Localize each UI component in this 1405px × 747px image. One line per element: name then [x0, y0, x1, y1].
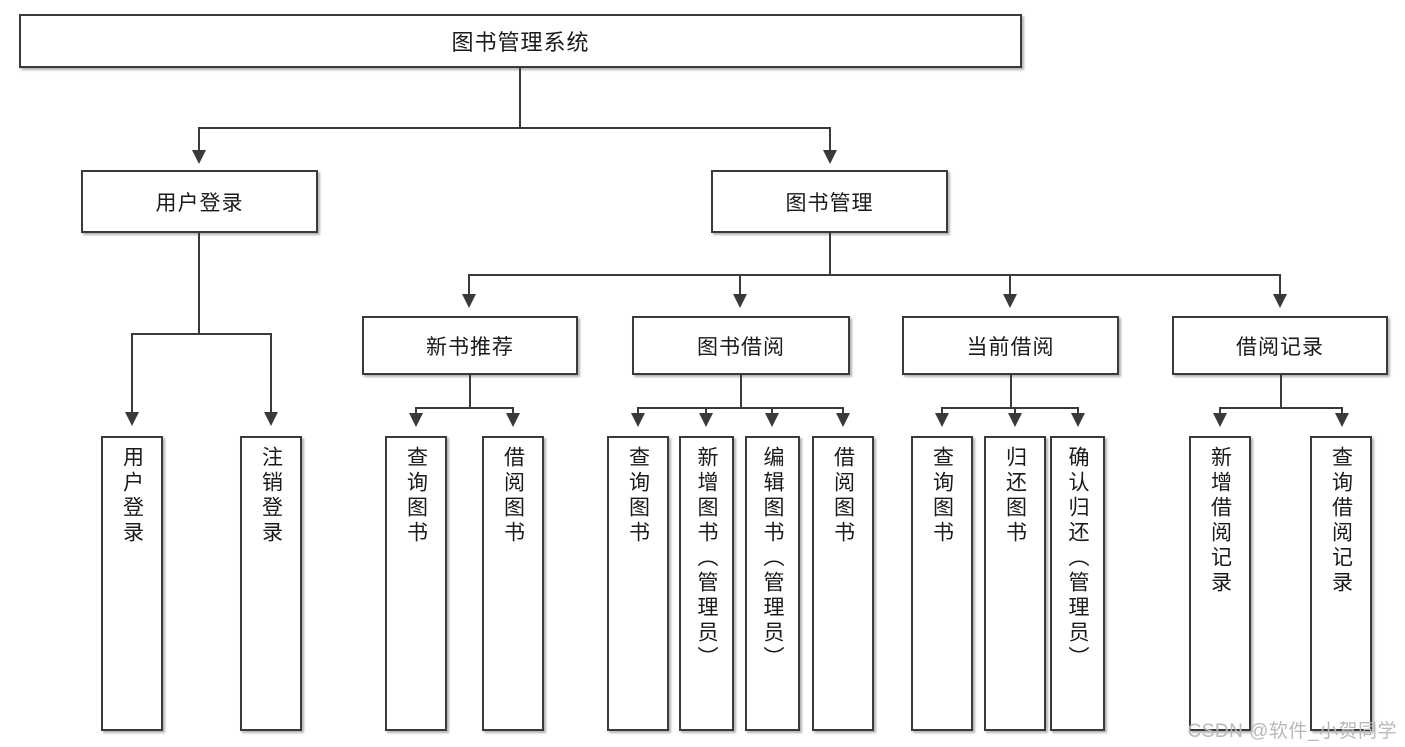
arrowhead-user-login [192, 150, 206, 164]
connector-current-borrow-child-1 [941, 407, 943, 416]
leaf-label: 查询借阅记录 [1329, 446, 1353, 596]
node-leaf-borrow-book-2[interactable]: 借阅图书 [812, 436, 874, 731]
node-leaf-add-borrow-record[interactable]: 新增借阅记录 [1189, 436, 1251, 731]
leaf-label: 注销登录 [259, 446, 283, 546]
connector-book-manage-child-3 [1009, 274, 1011, 296]
arrowhead-leaf-query-book-3 [935, 413, 949, 427]
connector-book-manage-child-2 [739, 274, 741, 296]
node-leaf-query-borrow-record[interactable]: 查询借阅记录 [1310, 436, 1372, 731]
connector-current-borrow-child-2 [1014, 407, 1016, 416]
arrowhead-leaf-add-book [699, 413, 713, 427]
arrowhead-leaf-borrow-book-2 [836, 413, 850, 427]
leaf-label: 新增图书（管理员） [695, 446, 718, 671]
connector-book-borrow-child-1 [637, 407, 639, 416]
connector-new-book-bus [415, 407, 513, 409]
node-borrowing-record[interactable]: 借阅记录 [1172, 316, 1388, 375]
arrowhead-leaf-query-book-1 [409, 413, 423, 427]
node-user-login[interactable]: 用户登录 [81, 170, 318, 233]
arrowhead-leaf-add-borrow-record [1213, 413, 1227, 427]
arrowhead-current-borrow [1003, 294, 1017, 308]
node-new-book-recommendation[interactable]: 新书推荐 [362, 316, 578, 375]
connector-root-to-user-login [198, 127, 200, 153]
connector-borrow-record-child-2 [1341, 407, 1343, 416]
connector-book-borrow-child-4 [842, 407, 844, 416]
node-leaf-query-book-1[interactable]: 查询图书 [385, 436, 447, 731]
leaf-label: 借阅图书 [501, 446, 525, 546]
node-leaf-query-book-3[interactable]: 查询图书 [911, 436, 973, 731]
arrowhead-leaf-query-borrow-record [1335, 413, 1349, 427]
node-leaf-edit-book[interactable]: 编辑图书（管理员） [745, 436, 800, 731]
leaf-label: 借阅图书 [831, 446, 855, 546]
connector-current-borrow-bus [941, 407, 1078, 409]
connector-new-book-child-2 [512, 407, 514, 416]
connector-root-stem [519, 68, 521, 128]
connector-borrow-record-child-1 [1219, 407, 1221, 416]
connector-book-manage-child-4 [1279, 274, 1281, 296]
arrowhead-leaf-edit-book [765, 413, 779, 427]
node-book-management-system[interactable]: 图书管理系统 [19, 14, 1022, 68]
arrowhead-leaf-user-logout [264, 412, 278, 426]
node-leaf-query-book-2[interactable]: 查询图书 [607, 436, 669, 731]
leaf-label: 查询图书 [404, 446, 428, 546]
node-book-borrowing[interactable]: 图书借阅 [632, 316, 850, 375]
connector-root-to-book-manage [829, 127, 831, 153]
connector-book-borrow-child-2 [705, 407, 707, 416]
connector-book-borrow-bus [637, 407, 843, 409]
connector-book-borrow-child-3 [771, 407, 773, 416]
node-current-borrowing[interactable]: 当前借阅 [902, 316, 1119, 375]
connector-book-manage-stem [829, 233, 831, 275]
csdn-watermark: CSDN @软件_小贺同学 [1187, 721, 1397, 742]
arrowhead-book-manage [823, 150, 837, 164]
connector-current-borrow-stem [1010, 375, 1012, 408]
connector-book-borrow-stem [740, 375, 742, 408]
connector-borrow-record-bus [1219, 407, 1342, 409]
connector-root-bus [198, 127, 831, 129]
node-leaf-user-logout[interactable]: 注销登录 [240, 436, 302, 731]
connector-new-book-child-1 [415, 407, 417, 416]
connector-current-borrow-child-3 [1077, 407, 1079, 416]
connector-user-login-bus [131, 333, 271, 335]
connector-book-manage-bus [468, 274, 1280, 276]
leaf-label: 查询图书 [626, 446, 650, 546]
node-leaf-add-book[interactable]: 新增图书（管理员） [679, 436, 734, 731]
node-book-management[interactable]: 图书管理 [711, 170, 948, 233]
connector-user-login-stem [198, 233, 200, 334]
leaf-label: 归还图书 [1003, 446, 1027, 546]
node-leaf-confirm-return[interactable]: 确认归还（管理员） [1050, 436, 1105, 731]
arrowhead-borrow-record [1273, 294, 1287, 308]
connector-book-manage-child-1 [468, 274, 470, 296]
node-leaf-user-login[interactable]: 用户登录 [101, 436, 163, 731]
arrowhead-book-borrow [733, 294, 747, 308]
leaf-label: 编辑图书（管理员） [761, 446, 784, 671]
connector-user-login-child-2 [270, 333, 272, 415]
arrowhead-leaf-return-book [1008, 413, 1022, 427]
connector-new-book-stem [469, 375, 471, 408]
connector-user-login-child-1 [131, 333, 133, 415]
leaf-label: 用户登录 [120, 446, 144, 546]
arrowhead-leaf-borrow-book-1 [506, 413, 520, 427]
connector-borrow-record-stem [1280, 375, 1282, 408]
arrowhead-leaf-query-book-2 [631, 413, 645, 427]
arrowhead-leaf-user-login [125, 412, 139, 426]
leaf-label: 确认归还（管理员） [1066, 446, 1089, 671]
leaf-label: 新增借阅记录 [1208, 446, 1232, 596]
node-leaf-return-book[interactable]: 归还图书 [984, 436, 1046, 731]
arrowhead-leaf-confirm-return [1071, 413, 1085, 427]
node-leaf-borrow-book-1[interactable]: 借阅图书 [482, 436, 544, 731]
arrowhead-new-book-recommend [462, 294, 476, 308]
leaf-label: 查询图书 [930, 446, 954, 546]
